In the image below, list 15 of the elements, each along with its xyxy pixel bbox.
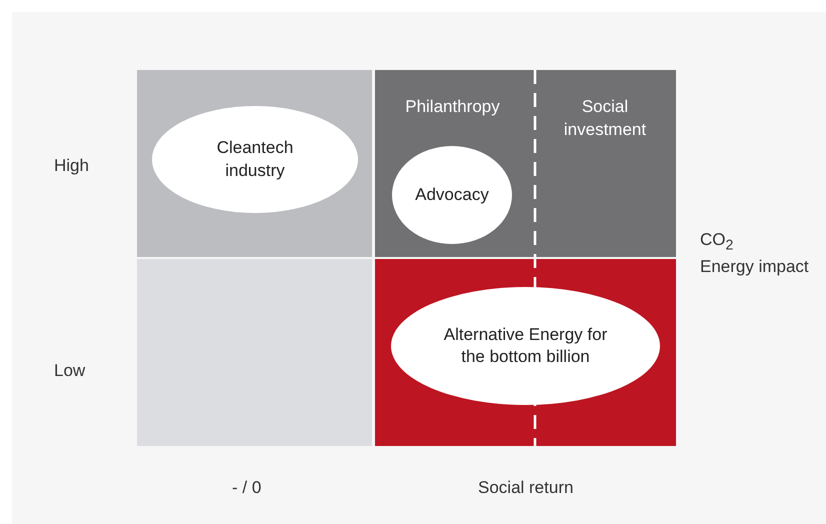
axis-label: Social return [478,478,574,498]
quadrant-box [375,259,676,446]
quadrant-box [137,259,372,446]
axis-label: Energy impact [700,257,809,277]
ellipse-label: Cleantech industry [152,106,358,213]
heading-text: Social investment [562,96,648,141]
quadrant-box [375,70,676,257]
axis-label: CO$_{2}$ [700,230,734,254]
axis-label: High [54,156,89,176]
quadrant-box [137,70,372,257]
heading-text: Philanthropy [404,96,501,118]
axis-label: - / 0 [232,478,262,498]
ellipse-label: Alternative Energy for the bottom billion [391,287,660,405]
ellipse-label: Advocacy [392,146,512,244]
axis-label: Low [54,361,86,381]
